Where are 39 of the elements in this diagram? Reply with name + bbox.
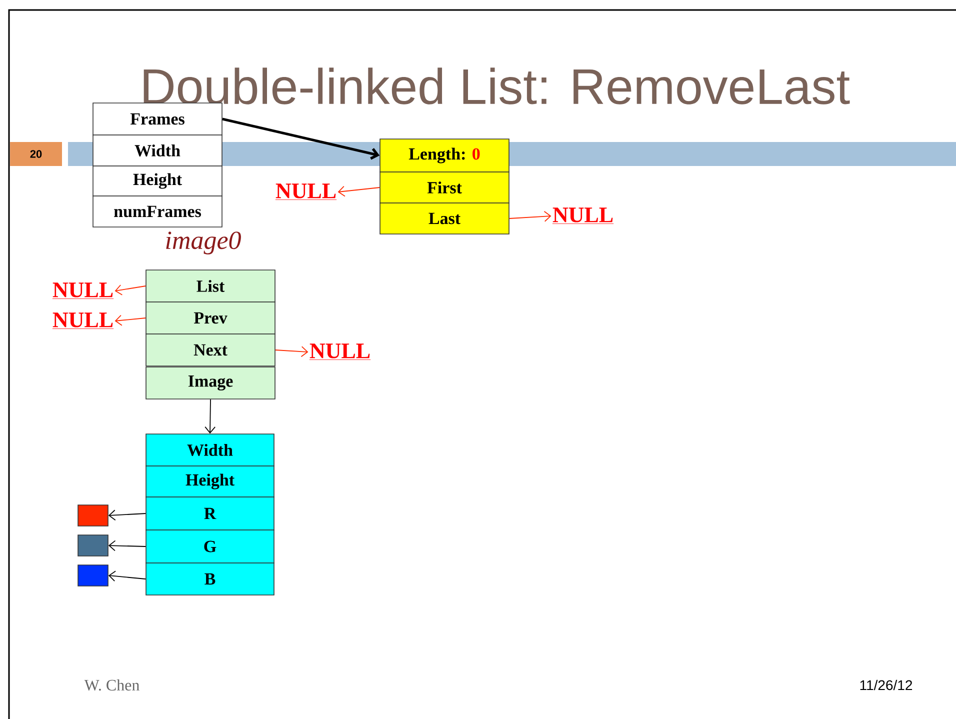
field-cell: Width: [146, 434, 274, 466]
arrow: [508, 210, 552, 222]
null-label: NULL: [275, 184, 337, 200]
field-cell: G: [146, 530, 274, 564]
slide-number: 20: [10, 142, 62, 166]
arrow: [204, 398, 216, 434]
null-label: NULL: [52, 312, 114, 329]
null-label: NULL: [52, 282, 114, 299]
field-cell: Frames: [92, 102, 222, 136]
field-cell: List: [146, 270, 276, 302]
arrow: [108, 540, 146, 552]
arrow: [222, 118, 380, 160]
null-label: NULL: [309, 344, 371, 360]
color-swatch: [78, 564, 108, 586]
color-swatch: [78, 504, 108, 526]
arrow: [114, 314, 146, 326]
arrow: [114, 284, 146, 296]
field-cell: Next: [146, 334, 276, 366]
footer-date: 11/26/12: [860, 680, 912, 690]
arrow: [274, 346, 308, 358]
field-cell: R: [146, 496, 274, 530]
field-cell: First: [380, 172, 510, 204]
field-cell: B: [146, 562, 274, 596]
arrow: [108, 570, 146, 582]
color-swatch: [78, 534, 108, 556]
variable-name: image0: [166, 232, 241, 254]
field-cell: Height: [92, 166, 222, 196]
field-cell: Width: [92, 134, 222, 166]
field-cell: Last: [380, 202, 510, 234]
field-cell: numFrames: [92, 196, 222, 228]
footer-author: W. Chen: [84, 679, 140, 691]
arrow: [338, 186, 380, 197]
title: Double-linked List: RemoveLast: [144, 68, 850, 104]
null-label: NULL: [552, 208, 614, 224]
field-cell: Height: [146, 466, 274, 498]
field-cell: Image: [146, 366, 276, 400]
arrow: [108, 510, 146, 521]
field-cell: Prev: [146, 302, 276, 334]
field-cell: Length: 0: [380, 138, 510, 172]
